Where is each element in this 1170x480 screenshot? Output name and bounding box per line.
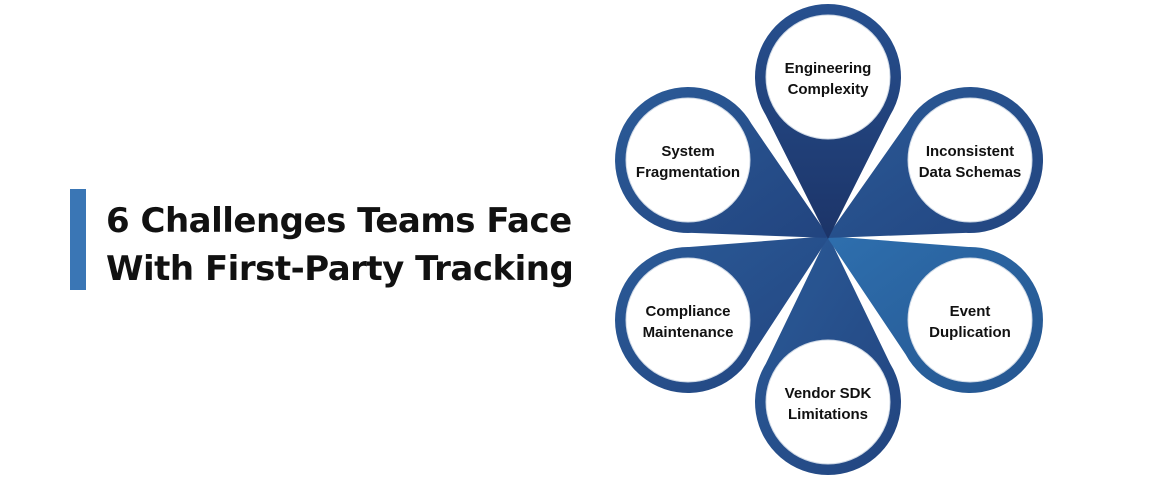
- challenge-label-line-2: Duplication: [929, 324, 1011, 341]
- challenge-label-line-1: Engineering: [785, 60, 872, 77]
- challenge-label-line-1: System: [661, 143, 714, 160]
- challenge-label-line-2: Fragmentation: [636, 164, 740, 181]
- challenge-node: Vendor SDK Limitations: [755, 235, 901, 476]
- challenge-circle: [625, 97, 751, 223]
- page-title: 6 Challenges Teams Face With First-Party…: [106, 197, 574, 293]
- challenge-label-line-1: Event: [950, 303, 991, 320]
- title-line-1: 6 Challenges Teams Face: [106, 201, 572, 241]
- challenge-label-line-1: Vendor SDK: [785, 385, 872, 402]
- title-line-2: With First-Party Tracking: [106, 249, 574, 289]
- challenge-label-line-1: Inconsistent: [926, 143, 1014, 160]
- challenge-label-line-2: Limitations: [788, 406, 868, 423]
- challenge-label-line-2: Data Schemas: [919, 164, 1022, 181]
- challenge-label-line-2: Complexity: [788, 81, 870, 98]
- challenge-circle: [907, 257, 1033, 383]
- challenge-circle: [765, 14, 891, 140]
- challenge-circle: [907, 97, 1033, 223]
- challenge-label-line-2: Maintenance: [643, 324, 734, 341]
- challenge-circle: [765, 339, 891, 465]
- challenge-circle: [625, 257, 751, 383]
- title-block: 6 Challenges Teams Face With First-Party…: [70, 189, 590, 290]
- challenge-label-line-1: Compliance: [645, 303, 730, 320]
- title-accent-bar: [70, 189, 86, 290]
